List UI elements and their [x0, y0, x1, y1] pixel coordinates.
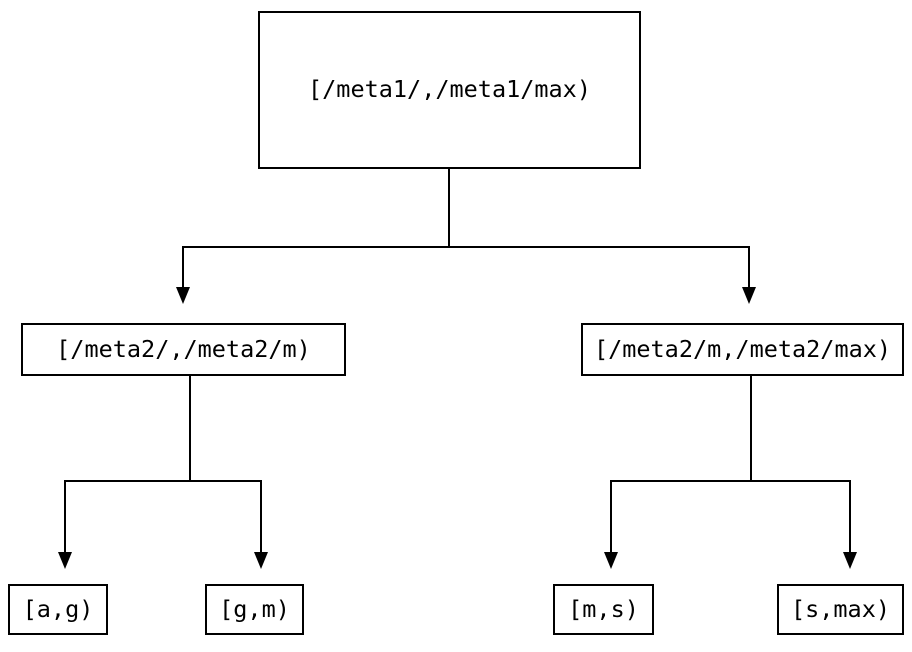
connector-root-to-mid-left [182, 246, 184, 287]
connector-mid-left-bar [64, 480, 262, 482]
connector-mid-left-to-leaf-gm [260, 480, 262, 552]
connector-mid-left-to-leaf-ag [64, 480, 66, 552]
arrowhead-to-leaf-ag [58, 552, 72, 569]
connector-root-bar [183, 246, 750, 248]
node-leaf-gm[interactable]: [g,m) [205, 584, 304, 635]
arrowhead-to-leaf-smax [843, 552, 857, 569]
connector-root-to-mid-right [748, 246, 750, 287]
arrowhead-to-leaf-gm [254, 552, 268, 569]
node-root[interactable]: [/meta1/,/meta1/max) [258, 11, 641, 169]
arrowhead-to-leaf-ms [604, 552, 618, 569]
arrowhead-to-mid-right [742, 287, 756, 304]
connector-mid-right-bar [610, 480, 851, 482]
node-leaf-ag[interactable]: [a,g) [8, 584, 108, 635]
connector-mid-right-stem [750, 376, 752, 481]
arrowhead-to-mid-left [176, 287, 190, 304]
connector-mid-right-to-leaf-smax [849, 480, 851, 552]
connector-mid-left-stem [189, 376, 191, 481]
connector-mid-right-to-leaf-ms [610, 480, 612, 552]
node-leaf-smax[interactable]: [s,max) [777, 584, 904, 635]
node-mid-right[interactable]: [/meta2/m,/meta2/max) [581, 323, 904, 376]
connector-root-stem [448, 169, 450, 247]
node-mid-left[interactable]: [/meta2/,/meta2/m) [21, 323, 346, 376]
node-leaf-ms[interactable]: [m,s) [553, 584, 654, 635]
